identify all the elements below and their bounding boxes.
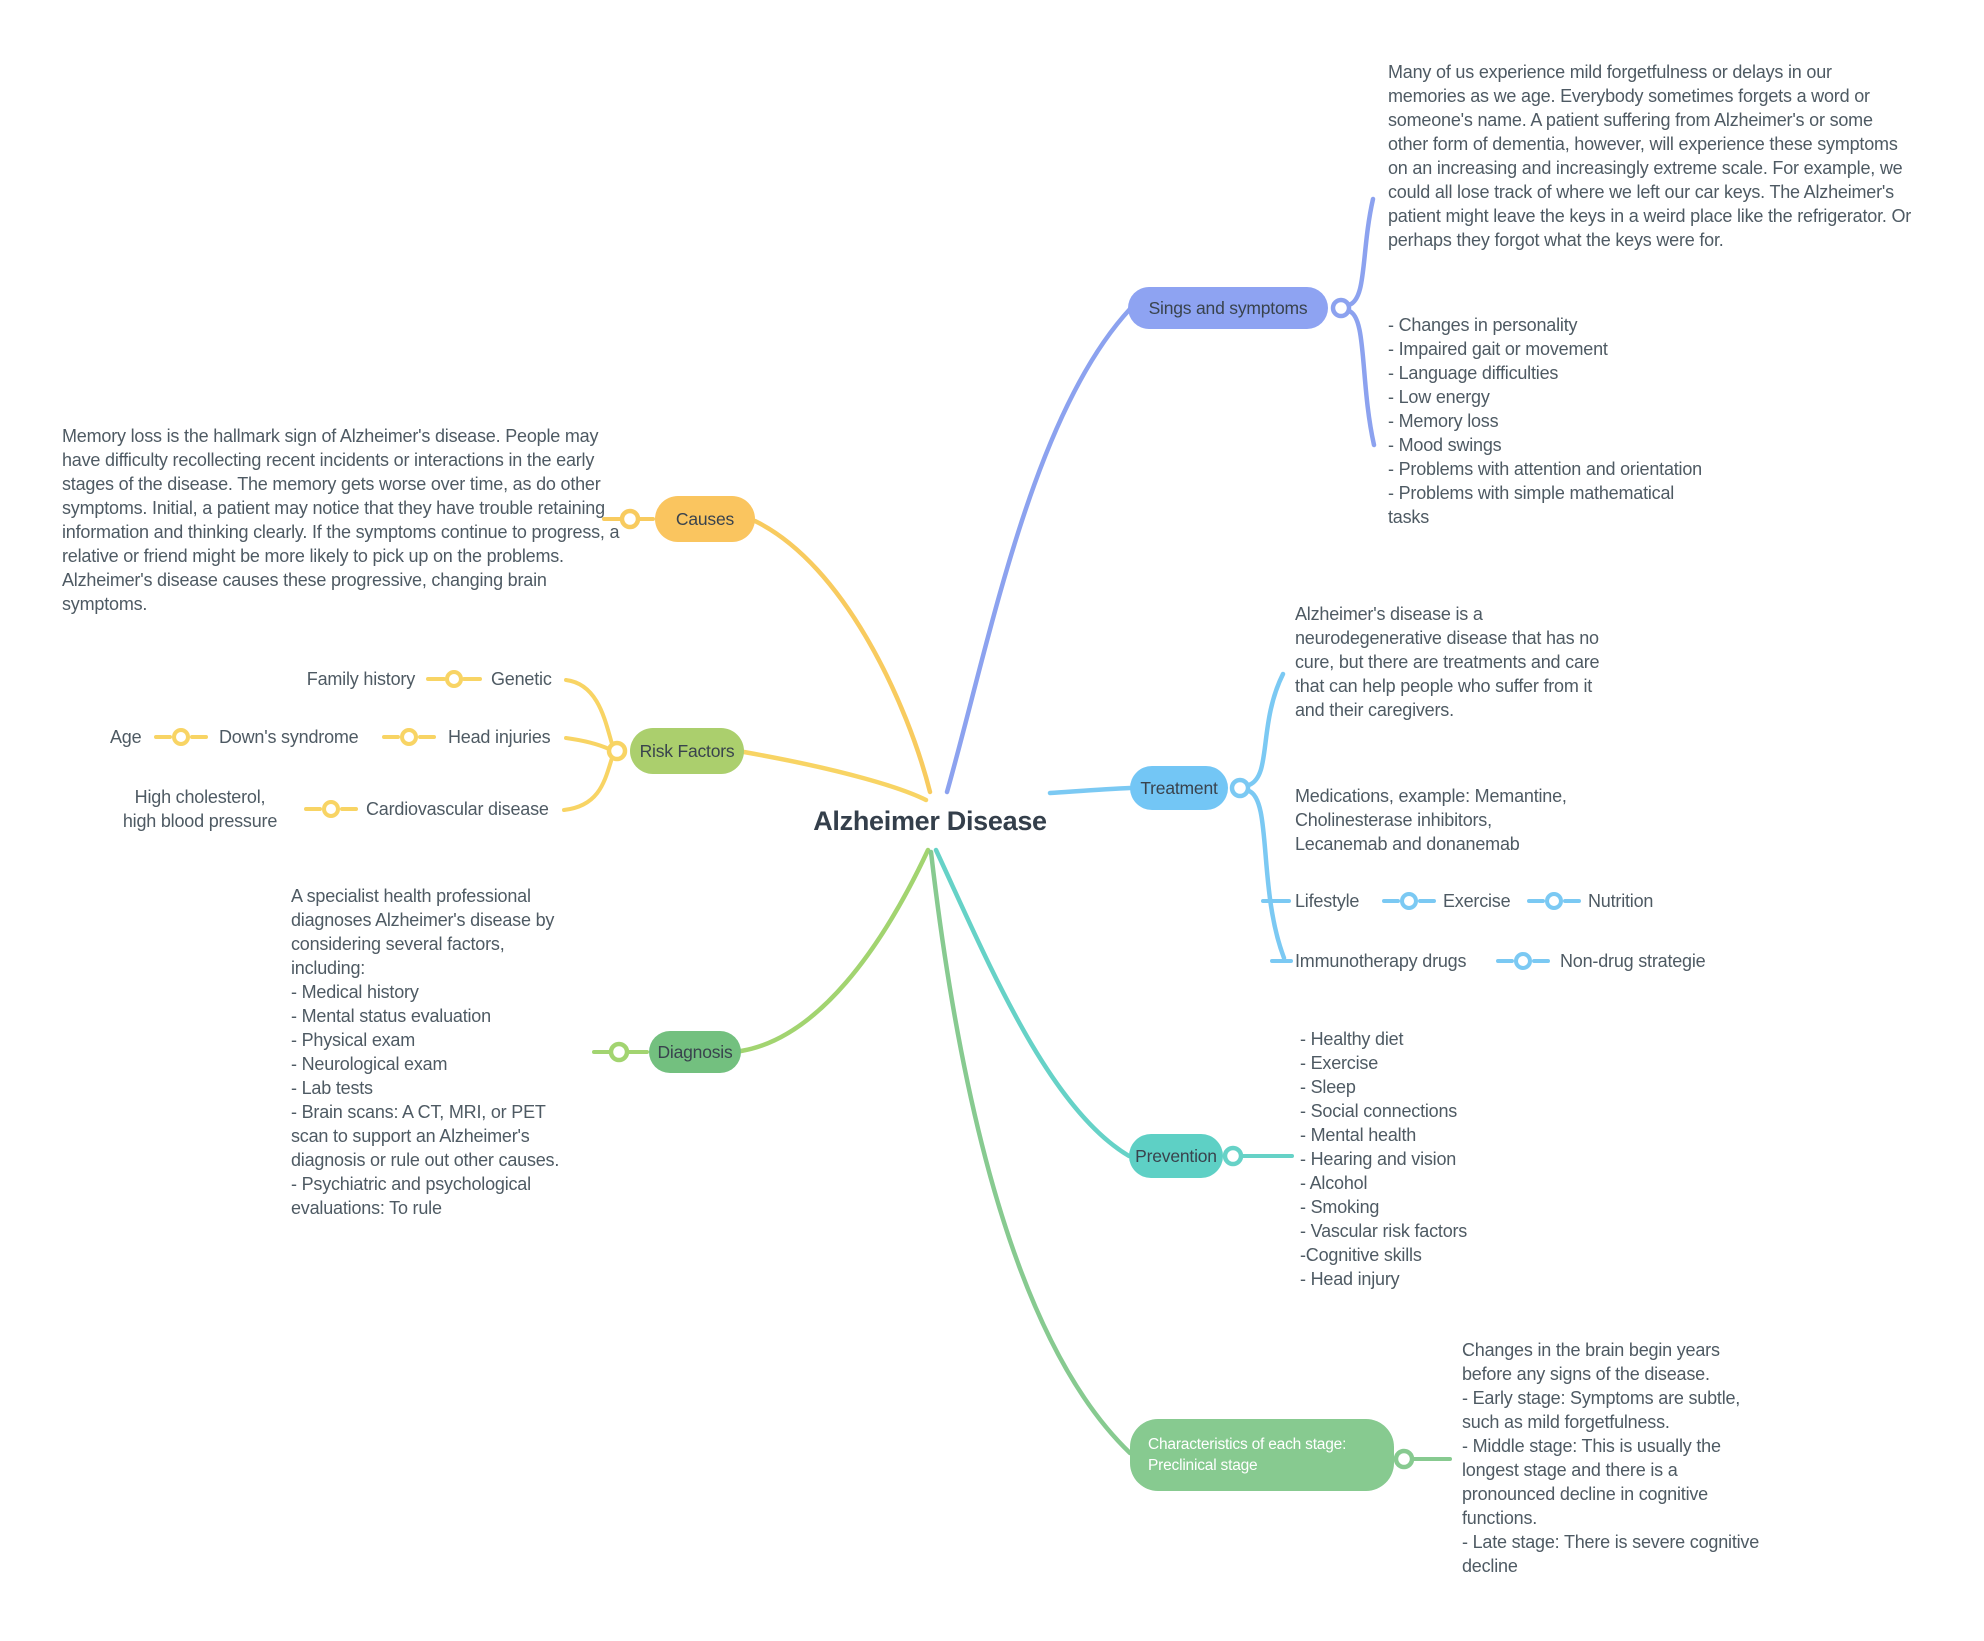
treatment-branch-line xyxy=(1047,785,1133,796)
node-diagnosis[interactable]: Diagnosis xyxy=(649,1031,741,1073)
risk-row2-handle[interactable] xyxy=(172,728,190,746)
risk-bracket xyxy=(564,678,614,746)
risk-cardiovascular[interactable]: Cardiovascular disease xyxy=(366,799,549,819)
node-signs-and-symptoms[interactable]: Sings and symptoms xyxy=(1128,287,1328,329)
stages-node-handle[interactable] xyxy=(1393,1448,1415,1470)
treatment-bracket xyxy=(1246,671,1286,788)
treatment-nutrition[interactable]: Nutrition xyxy=(1588,891,1654,911)
signs-bracket xyxy=(1346,308,1377,448)
prevention-list[interactable]: - Healthy diet - Exercise - Sleep - Soci… xyxy=(1300,1029,1468,1289)
node-causes[interactable]: Causes xyxy=(655,496,755,542)
signs-branch-line xyxy=(944,306,1133,795)
treatment-lifestyle[interactable]: Lifestyle xyxy=(1295,891,1360,911)
node-treatment[interactable]: Treatment xyxy=(1130,766,1228,810)
signs-bracket xyxy=(1346,196,1376,308)
risk-row3-handle[interactable] xyxy=(322,800,340,818)
risk-bracket xyxy=(562,756,614,812)
node-stages[interactable]: Characteristics of each stage: Preclinic… xyxy=(1130,1419,1394,1491)
central-topic[interactable]: Alzheimer Disease xyxy=(813,806,1047,836)
causes-branch-line xyxy=(752,518,933,795)
signs-node-handle[interactable] xyxy=(1330,297,1352,319)
risk-downs-syndrome[interactable]: Down's syndrome xyxy=(219,727,359,747)
prevention-branch-line xyxy=(933,847,1132,1159)
risk-row1-handle[interactable] xyxy=(445,670,463,688)
causes-paragraph[interactable]: Memory loss is the hallmark sign of Alzh… xyxy=(62,426,620,614)
node-prevention[interactable]: Prevention xyxy=(1129,1134,1223,1178)
risk-head-injuries[interactable]: Head injuries xyxy=(448,727,551,747)
treatment-immunotherapy[interactable]: Immunotherapy drugs xyxy=(1295,951,1467,971)
signs-paragraph[interactable]: Many of us experience mild forgetfulness… xyxy=(1388,62,1912,250)
treatment-non-drug[interactable]: Non-drug strategie xyxy=(1560,951,1706,971)
risk-branch-line xyxy=(741,749,929,803)
diagnosis-node-handle[interactable] xyxy=(608,1041,630,1063)
treatment-bracket xyxy=(1246,788,1287,961)
diagnosis-paragraph[interactable]: A specialist health professional diagnos… xyxy=(291,886,560,1218)
treatment-exercise[interactable]: Exercise xyxy=(1443,891,1511,911)
stages-branch-line xyxy=(928,849,1133,1456)
immunotherapy-handle[interactable] xyxy=(1514,952,1532,970)
stages-paragraph[interactable]: Changes in the brain begin years before … xyxy=(1462,1340,1760,1576)
signs-symptom-list[interactable]: - Changes in personality - Impaired gait… xyxy=(1388,315,1702,527)
exercise-handle[interactable] xyxy=(1545,892,1563,910)
treatment-node-handle[interactable] xyxy=(1229,777,1251,799)
node-risk-factors[interactable]: Risk Factors xyxy=(630,728,744,774)
risk-cholesterol[interactable]: High cholesterol, high blood pressure xyxy=(122,787,278,831)
risk-age[interactable]: Age xyxy=(110,727,142,747)
risk-row2-handle[interactable] xyxy=(400,728,418,746)
lifestyle-handle[interactable] xyxy=(1400,892,1418,910)
risk-node-handle[interactable] xyxy=(606,740,628,762)
risk-genetic[interactable]: Genetic xyxy=(491,669,552,689)
prevention-node-handle[interactable] xyxy=(1222,1145,1244,1167)
risk-bracket xyxy=(564,736,611,751)
treatment-medications[interactable]: Medications, example: Memantine, Choline… xyxy=(1295,786,1567,854)
causes-node-handle[interactable] xyxy=(619,508,641,530)
risk-family-history[interactable]: Family history xyxy=(306,669,415,689)
treatment-paragraph[interactable]: Alzheimer's disease is a neurodegenerati… xyxy=(1295,604,1600,720)
diagnosis-branch-line xyxy=(738,847,931,1054)
